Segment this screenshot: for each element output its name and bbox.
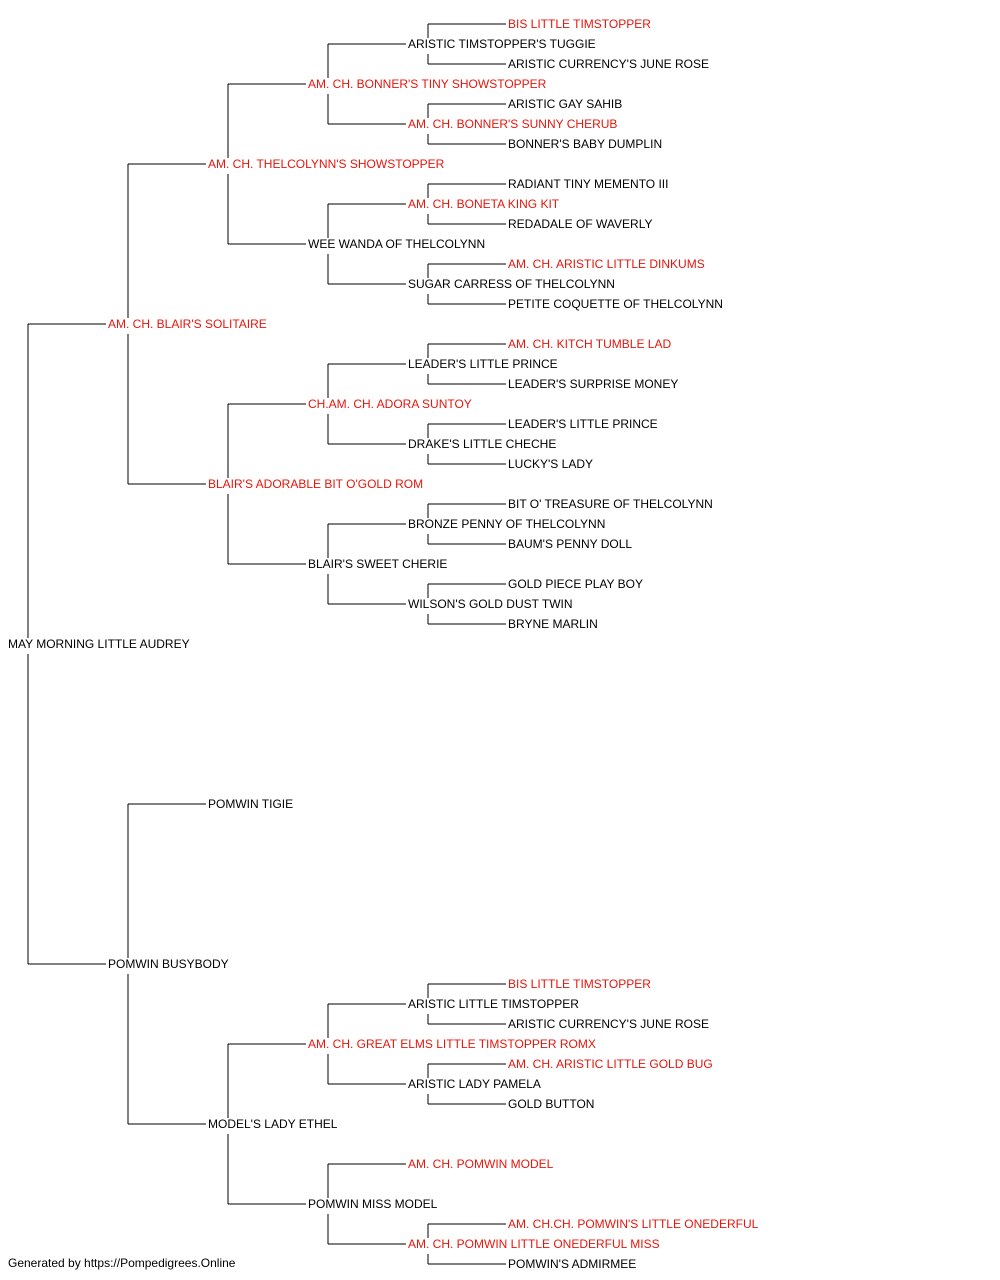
ancestor-name-gen5-petite-coquette-of-thelcolynn: PETITE COQUETTE OF THELCOLYNN: [508, 297, 723, 311]
ancestor-name-gen4-sugar-carress-of-thelcolynn: SUGAR CARRESS OF THELCOLYNN: [408, 277, 615, 291]
ancestor-name-gen5-leader-s-surprise-money: LEADER'S SURPRISE MONEY: [508, 377, 678, 391]
ancestor-name-gen4-am-ch-pomwin-little-onederful-miss: AM. CH. POMWIN LITTLE ONEDERFUL MISS: [408, 1237, 660, 1251]
ancestor-name-gen2-am-ch-thelcolynn-s-showstopper: AM. CH. THELCOLYNN'S SHOWSTOPPER: [208, 157, 445, 171]
ancestor-name-gen5-baum-s-penny-doll: BAUM'S PENNY DOLL: [508, 537, 632, 551]
ancestor-name-gen2-pomwin-tigie: POMWIN TIGIE: [208, 797, 293, 811]
ancestor-name-gen5-am-ch-kitch-tumble-lad: AM. CH. KITCH TUMBLE LAD: [508, 337, 671, 351]
ancestor-name-gen3-pomwin-miss-model: POMWIN MISS MODEL: [308, 1197, 438, 1211]
ancestor-name-gen5-gold-piece-play-boy: GOLD PIECE PLAY BOY: [508, 577, 643, 591]
ancestor-name-gen4-drake-s-little-cheche: DRAKE'S LITTLE CHECHE: [408, 437, 556, 451]
ancestor-name-gen5-leader-s-little-prince: LEADER'S LITTLE PRINCE: [508, 417, 658, 431]
ancestor-name-gen4-bronze-penny-of-thelcolynn: BRONZE PENNY OF THELCOLYNN: [408, 517, 605, 531]
ancestor-name-gen4-wilson-s-gold-dust-twin: WILSON'S GOLD DUST TWIN: [408, 597, 573, 611]
ancestor-name-gen5-bit-o-treasure-of-thelcolynn: BIT O' TREASURE OF THELCOLYNN: [508, 497, 713, 511]
ancestor-name-gen3-wee-wanda-of-thelcolynn: WEE WANDA OF THELCOLYNN: [308, 237, 485, 251]
ancestor-name-gen4-am-ch-bonner-s-sunny-cherub: AM. CH. BONNER'S SUNNY CHERUB: [408, 117, 617, 131]
ancestor-name-gen5-bis-little-timstopper: BIS LITTLE TIMSTOPPER: [508, 977, 651, 991]
ancestor-name-gen1-pomwin-busybody: POMWIN BUSYBODY: [108, 957, 229, 971]
ancestor-name-gen0-may-morning-little-audrey: MAY MORNING LITTLE AUDREY: [8, 637, 190, 651]
ancestor-name-gen5-bryne-marlin: BRYNE MARLIN: [508, 617, 598, 631]
ancestor-name-gen5-am-ch-aristic-little-dinkums: AM. CH. ARISTIC LITTLE DINKUMS: [508, 257, 705, 271]
ancestor-name-gen3-blair-s-sweet-cherie: BLAIR'S SWEET CHERIE: [308, 557, 447, 571]
ancestor-name-gen5-gold-button: GOLD BUTTON: [508, 1097, 594, 1111]
ancestor-name-gen5-aristic-currency-s-june-rose: ARISTIC CURRENCY'S JUNE ROSE: [508, 1017, 709, 1031]
ancestor-name-gen3-ch-am-ch-adora-suntoy: CH.AM. CH. ADORA SUNTOY: [308, 397, 472, 411]
ancestor-name-gen5-am-ch-aristic-little-gold-bug: AM. CH. ARISTIC LITTLE GOLD BUG: [508, 1057, 713, 1071]
ancestor-name-gen5-bonner-s-baby-dumplin: BONNER'S BABY DUMPLIN: [508, 137, 662, 151]
ancestor-name-gen4-am-ch-boneta-king-kit: AM. CH. BONETA KING KIT: [408, 197, 560, 211]
ancestor-name-gen5-redadale-of-waverly: REDADALE OF WAVERLY: [508, 217, 652, 231]
ancestor-name-gen5-aristic-currency-s-june-rose: ARISTIC CURRENCY'S JUNE ROSE: [508, 57, 709, 71]
ancestor-name-gen3-am-ch-bonner-s-tiny-showstopper: AM. CH. BONNER'S TINY SHOWSTOPPER: [308, 77, 547, 91]
ancestor-name-gen5-radiant-tiny-memento-iii: RADIANT TINY MEMENTO III: [508, 177, 668, 191]
ancestor-name-gen5-am-ch-ch-pomwin-s-little-onederful: AM. CH.CH. POMWIN'S LITTLE ONEDERFUL: [508, 1217, 759, 1231]
ancestor-name-gen1-am-ch-blair-s-solitaire: AM. CH. BLAIR'S SOLITAIRE: [108, 317, 267, 331]
ancestor-name-gen5-aristic-gay-sahib: ARISTIC GAY SAHIB: [508, 97, 622, 111]
ancestor-name-gen4-aristic-little-timstopper: ARISTIC LITTLE TIMSTOPPER: [408, 997, 579, 1011]
ancestor-name-gen3-am-ch-great-elms-little-timstopper-romx: AM. CH. GREAT ELMS LITTLE TIMSTOPPER ROM…: [308, 1037, 596, 1051]
ancestor-name-gen5-pomwin-s-admirmee: POMWIN'S ADMIRMEE: [508, 1257, 636, 1271]
ancestor-name-gen5-lucky-s-lady: LUCKY'S LADY: [508, 457, 593, 471]
ancestor-name-gen4-leader-s-little-prince: LEADER'S LITTLE PRINCE: [408, 357, 558, 371]
ancestor-name-gen4-am-ch-pomwin-model: AM. CH. POMWIN MODEL: [408, 1157, 554, 1171]
footer-credit: Generated by https://Pompedigrees.Online: [8, 1256, 236, 1270]
ancestor-name-gen5-bis-little-timstopper: BIS LITTLE TIMSTOPPER: [508, 17, 651, 31]
ancestor-name-gen2-model-s-lady-ethel: MODEL'S LADY ETHEL: [208, 1117, 338, 1131]
ancestor-name-gen2-blair-s-adorable-bit-o-gold-rom: BLAIR'S ADORABLE BIT O'GOLD ROM: [208, 477, 423, 491]
ancestor-name-gen4-aristic-lady-pamela: ARISTIC LADY PAMELA: [408, 1077, 541, 1091]
ancestor-name-gen4-aristic-timstopper-s-tuggie: ARISTIC TIMSTOPPER'S TUGGIE: [408, 37, 596, 51]
